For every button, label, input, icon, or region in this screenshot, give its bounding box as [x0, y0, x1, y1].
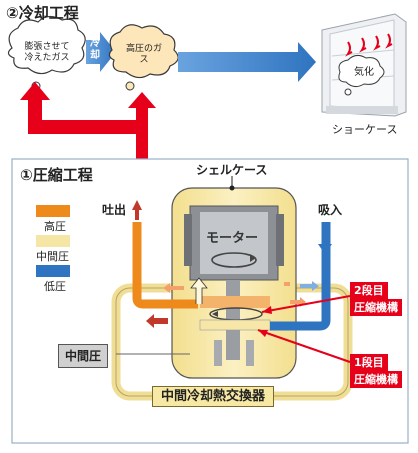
stage1-label-2: 圧縮機構	[350, 371, 402, 388]
stage2-label-1: 2段目	[350, 282, 388, 299]
cooling-process-title: ②冷却工程	[6, 4, 79, 22]
legend-label-high: 高圧	[44, 220, 66, 233]
legend-swatch-high	[36, 205, 70, 217]
expanded-gas-cloud	[7, 15, 86, 91]
cool-label: 冷却	[90, 38, 100, 61]
cooling-flow-arrow-1	[86, 32, 116, 72]
suction-down-arrow	[318, 232, 332, 254]
legend-label-mid: 中間圧	[36, 250, 69, 263]
vaporize-text: 気化	[354, 67, 374, 78]
discharge-label: 吐出	[102, 203, 127, 217]
shell-case-label: シェルケース	[196, 163, 268, 177]
heat-exchanger-label: 中間冷却熱交換器	[152, 386, 275, 407]
legend-label-low: 低圧	[44, 280, 66, 293]
stage1-label-1: 1段目	[350, 354, 388, 371]
showcase-illustration	[321, 13, 407, 117]
intermediate-pressure-box: 中間圧	[58, 344, 109, 368]
stage2-label-2: 圧縮機構	[350, 299, 402, 316]
legend-swatch-low	[36, 265, 70, 277]
legend-swatch-mid	[36, 235, 70, 247]
showcase-label: ショーケース	[332, 123, 398, 136]
motor-label: モーター	[206, 231, 259, 246]
high-pressure-gas-text: 高圧のガス	[125, 44, 162, 65]
expanded-gas-text: 膨張させて冷えたガス	[24, 42, 70, 63]
shell-case	[171, 187, 297, 379]
discharge-up-arrow	[132, 200, 142, 220]
high-pressure-pipe	[132, 222, 198, 309]
flow-to-showcase-arrow	[178, 42, 316, 82]
compression-process-title: ①圧縮工程	[20, 166, 93, 184]
suction-pipe	[270, 222, 331, 331]
suction-label: 吸入	[318, 203, 343, 217]
